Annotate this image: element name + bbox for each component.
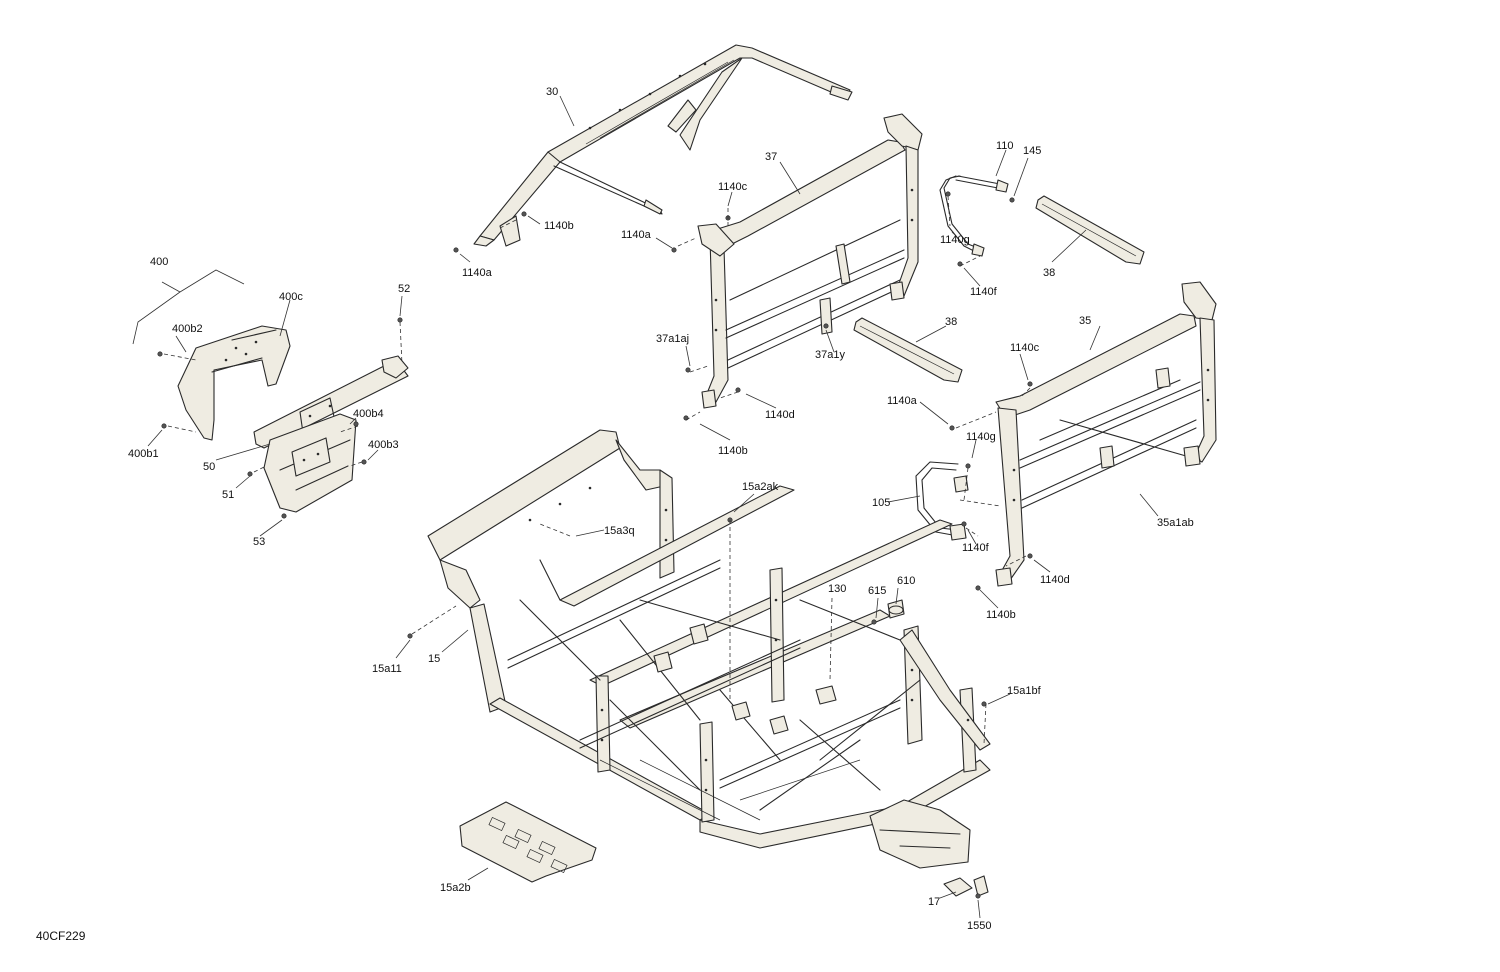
callout-15a3q: 15a3q bbox=[604, 525, 635, 537]
callout-610: 610 bbox=[897, 575, 915, 587]
callout-35: 35 bbox=[1079, 315, 1091, 327]
callout-400b3: 400b3 bbox=[368, 439, 399, 451]
callout-53: 53 bbox=[253, 536, 265, 548]
callout-145: 145 bbox=[1023, 145, 1041, 157]
callout-51: 51 bbox=[222, 489, 234, 501]
callout-1140c-b: 1140c bbox=[1010, 342, 1040, 354]
callout-1140f-b: 1140f bbox=[962, 542, 990, 554]
callout-37a1aj: 37a1aj bbox=[656, 333, 689, 345]
hitch-bracket-17-part bbox=[943, 875, 989, 897]
callout-1550: 1550 bbox=[967, 920, 991, 932]
callout-130: 130 bbox=[828, 583, 846, 595]
roof-frame-part bbox=[473, 44, 853, 247]
callout-1140c-a: 1140c bbox=[718, 181, 748, 193]
callout-110: 110 bbox=[996, 140, 1014, 152]
leader-lines bbox=[132, 95, 1159, 919]
winch-plate-51-part bbox=[263, 413, 357, 513]
bumper-mount-50-part bbox=[253, 355, 409, 449]
callout-15a2ak: 15a2ak bbox=[742, 481, 779, 493]
callout-52: 52 bbox=[398, 283, 410, 295]
callout-15a11: 15a11 bbox=[372, 663, 402, 675]
cross-bar-38-lower-part bbox=[853, 317, 963, 383]
callout-1140g-b: 1140g bbox=[966, 431, 996, 443]
part-610 bbox=[888, 605, 904, 615]
callout-17: 17 bbox=[928, 896, 940, 908]
callout-400b4: 400b4 bbox=[353, 408, 384, 420]
main-chassis-15-part bbox=[427, 429, 991, 869]
callout-15a1bf: 15a1bf bbox=[1007, 685, 1042, 697]
callout-30: 30 bbox=[546, 86, 558, 98]
callout-38-b: 38 bbox=[945, 316, 957, 328]
callout-400b2: 400b2 bbox=[172, 323, 203, 335]
callout-1140a-b: 1140a bbox=[462, 267, 493, 279]
front-cage-part bbox=[697, 113, 923, 409]
grab-handle-110-part bbox=[939, 175, 1009, 257]
figure-code: 40CF229 bbox=[36, 929, 86, 943]
callout-15: 15 bbox=[428, 653, 440, 665]
callout-400c: 400c bbox=[279, 291, 303, 303]
callout-37: 37 bbox=[765, 151, 777, 163]
skid-plate-15a2b-part bbox=[459, 801, 597, 883]
cross-bar-38-upper-part bbox=[1035, 195, 1145, 265]
callout-400b1: 400b1 bbox=[128, 448, 159, 460]
callout-615: 615 bbox=[868, 585, 886, 597]
callout-1140a-c: 1140a bbox=[887, 395, 918, 407]
callout-1140b-a: 1140b bbox=[544, 220, 574, 232]
callout-105: 105 bbox=[872, 497, 890, 509]
callout-1140d-b: 1140d bbox=[1040, 574, 1070, 586]
callout-1140b-c: 1140b bbox=[986, 609, 1016, 621]
callout-1140a-a: 1140a bbox=[621, 229, 652, 241]
callout-400: 400 bbox=[150, 256, 168, 268]
bumper-400c-part bbox=[177, 325, 291, 441]
callout-15a2b: 15a2b bbox=[440, 882, 471, 894]
callout-1140b-b: 1140b bbox=[718, 445, 748, 457]
rear-cage-part bbox=[995, 281, 1217, 587]
callout-1140f-a: 1140f bbox=[970, 286, 998, 298]
callout-1140d-a: 1140d bbox=[765, 409, 795, 421]
callout-1140g-a: 1140g bbox=[940, 234, 970, 246]
callout-37a1y: 37a1y bbox=[815, 349, 845, 361]
callout-38-a: 38 bbox=[1043, 267, 1055, 279]
callout-35a1ab: 35a1ab bbox=[1157, 517, 1194, 529]
callout-50: 50 bbox=[203, 461, 215, 473]
callout-labels: 30 37 1140c 1140b 1140a 1140a 110 145 11… bbox=[128, 86, 1194, 932]
part-615 bbox=[871, 619, 877, 625]
